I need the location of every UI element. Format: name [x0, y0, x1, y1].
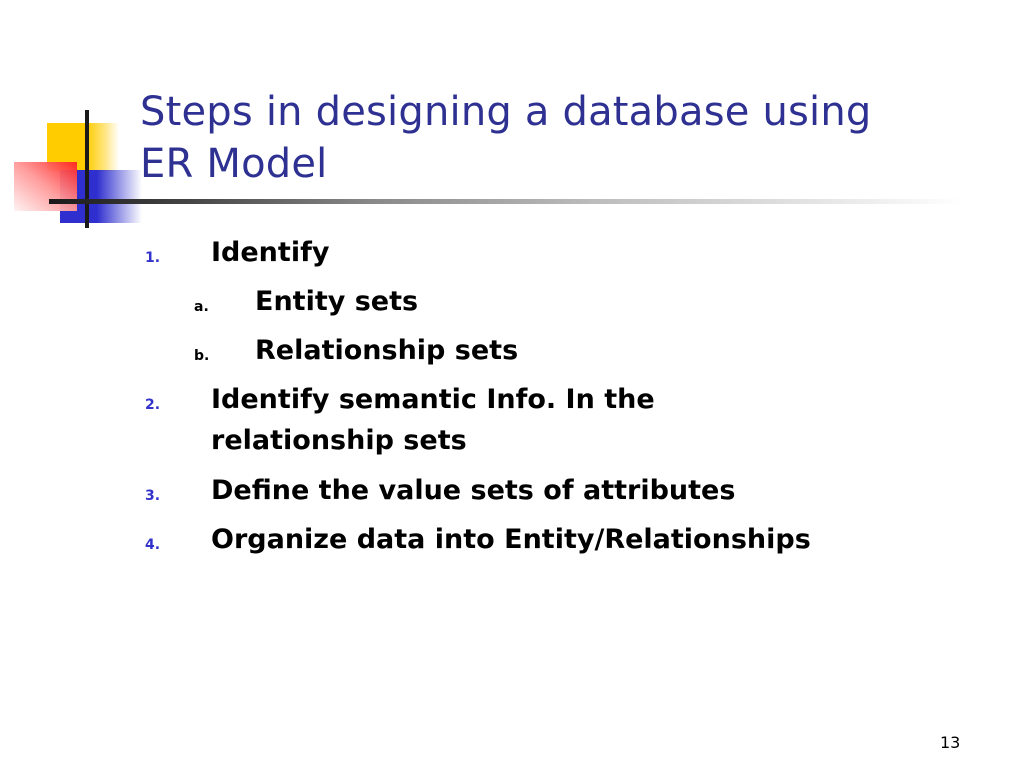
- list-subitem-entity-sets: Entity sets: [255, 286, 419, 317]
- title-underline-rule: [49, 199, 964, 204]
- list-item-identify: Identify: [211, 237, 330, 268]
- list-marker-a: a.: [194, 299, 209, 315]
- slide-title-line-1: Steps in designing a database using: [140, 89, 872, 135]
- list-item-semantic-info-line-2: relationship sets: [211, 425, 467, 456]
- slide-title: Steps in designing a database using ER M…: [140, 86, 1000, 190]
- list-marker-1: 1.: [145, 250, 161, 266]
- list-marker-b: b.: [194, 348, 210, 364]
- list-item-define-value-sets: Define the value sets of attributes: [211, 475, 736, 506]
- list-item-organize-data: Organize data into Entity/Relationships: [211, 524, 811, 555]
- list-marker-3: 3.: [145, 488, 161, 504]
- logo-vertical-line: [85, 110, 89, 228]
- page-number: 13: [940, 733, 961, 752]
- list-subitem-relationship-sets: Relationship sets: [255, 335, 519, 366]
- list-marker-2: 2.: [145, 397, 161, 413]
- list-marker-4: 4.: [145, 537, 161, 553]
- list-item-semantic-info-line-1: Identify semantic Info. In the: [211, 384, 655, 415]
- slide-title-line-2: ER Model: [140, 141, 328, 187]
- decorative-logo: [0, 0, 160, 240]
